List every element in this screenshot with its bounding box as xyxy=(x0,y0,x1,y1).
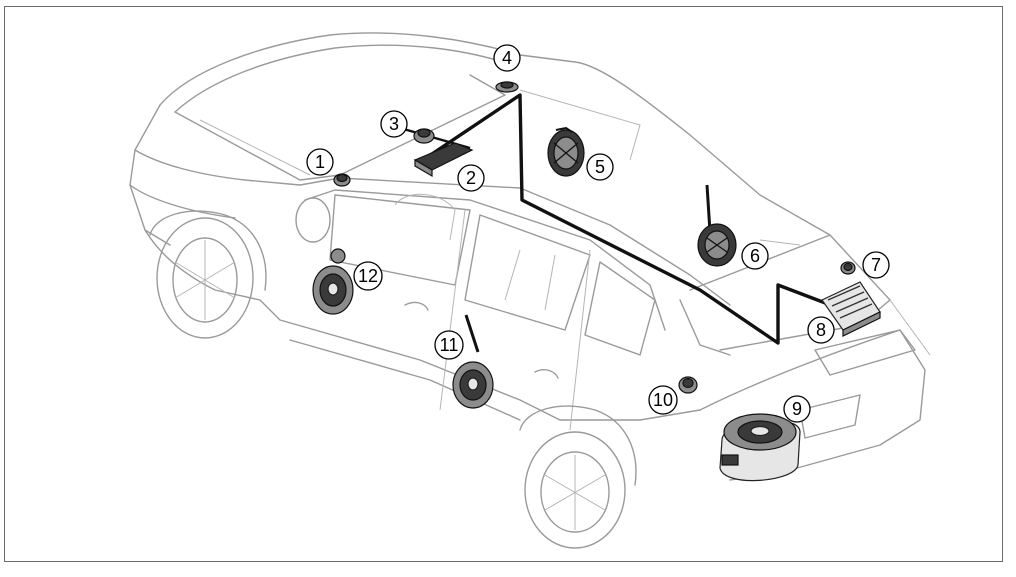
callout-12: 12 xyxy=(353,261,383,291)
wiring-harness xyxy=(399,93,871,345)
callout-2-label: 2 xyxy=(466,168,476,188)
callout-5: 5 xyxy=(586,153,614,181)
callout-3-label: 3 xyxy=(389,114,399,134)
speaker-component-5 xyxy=(547,126,585,177)
callout-12-label: 12 xyxy=(358,266,378,286)
callout-10-label: 10 xyxy=(653,390,673,410)
callout-8-label: 8 xyxy=(816,320,826,340)
callout-8: 8 xyxy=(807,316,835,344)
callout-4: 4 xyxy=(493,44,521,72)
module-component-2 xyxy=(413,142,474,178)
diagram-frame xyxy=(4,6,1003,562)
callout-9-label: 9 xyxy=(792,399,802,419)
speaker-component-11 xyxy=(452,314,494,409)
speaker-component-3 xyxy=(413,128,435,144)
callout-5-label: 5 xyxy=(595,157,605,177)
callout-11: 11 xyxy=(434,330,464,360)
subwoofer-component-9 xyxy=(719,413,801,482)
callout-7-label: 7 xyxy=(871,255,881,275)
speaker-component-7 xyxy=(840,261,856,275)
speaker-component-10 xyxy=(678,376,698,394)
callout-6-label: 6 xyxy=(750,246,760,266)
speaker-component-1 xyxy=(333,173,351,187)
callout-1-label: 1 xyxy=(315,152,325,172)
callout-2: 2 xyxy=(457,164,485,192)
callout-11-label: 11 xyxy=(440,335,459,355)
callout-3: 3 xyxy=(380,110,408,138)
amplifier-component-8 xyxy=(821,281,881,337)
callout-9: 9 xyxy=(783,395,811,423)
callout-10: 10 xyxy=(648,385,678,415)
callout-6: 6 xyxy=(741,242,769,270)
speaker-component-12 xyxy=(312,248,354,315)
speaker-component-4 xyxy=(495,81,519,93)
speaker-component-6 xyxy=(697,184,737,267)
callout-4-label: 4 xyxy=(502,48,512,68)
callout-7: 7 xyxy=(862,251,890,279)
car-body-outline xyxy=(129,32,931,549)
callout-1: 1 xyxy=(306,148,334,176)
